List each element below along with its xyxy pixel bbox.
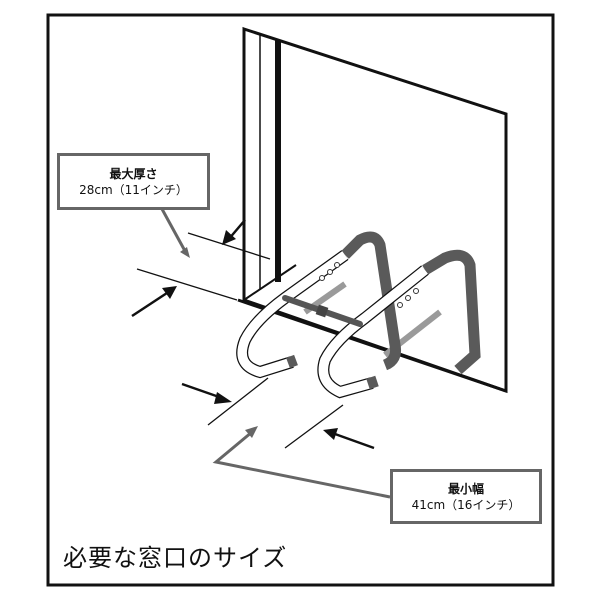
- window-illustration: [237, 26, 508, 394]
- arrow-icon: [334, 432, 375, 450]
- min-width-title: 最小幅: [447, 481, 484, 496]
- min-width-callout: 最小幅 41cm（16インチ）: [390, 469, 542, 524]
- max-thickness-callout: 最大厚さ 28cm（11インチ）: [57, 153, 210, 210]
- arrow-icon: [181, 382, 223, 400]
- escape-ladder-hook-icon: [236, 231, 401, 379]
- escape-ladder-hook-icon: [317, 249, 481, 399]
- max-thickness-title: 最大厚さ: [109, 166, 158, 181]
- width-dimension: [181, 377, 391, 499]
- max-thickness-value: 28cm（11インチ）: [79, 182, 188, 197]
- min-width-value: 41cm（16インチ）: [411, 497, 521, 512]
- thickness-dimension: [131, 208, 271, 318]
- outer-frame: [46, 13, 555, 587]
- arrow-icon: [131, 289, 171, 318]
- page-title: 必要な窓口のサイズ: [63, 544, 288, 572]
